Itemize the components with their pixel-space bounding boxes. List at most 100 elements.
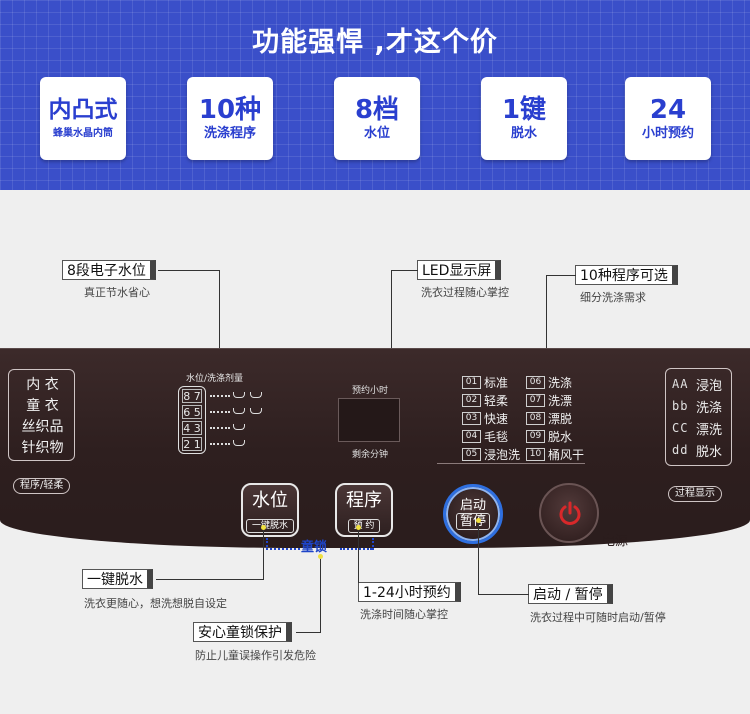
water-dots [210, 395, 230, 397]
feature-big: 24 [649, 95, 687, 125]
detergent-icon [250, 408, 262, 414]
program-num: 04 [462, 429, 481, 443]
annotation-programs-title: 10种程序可选 [575, 265, 678, 285]
water-level-indicator: 8 7 6 5 4 3 2 1 [178, 386, 206, 454]
feature-big: 8档 [354, 95, 400, 125]
program-num: 01 [462, 375, 481, 389]
process-code: dd [672, 443, 689, 457]
water-dots [210, 443, 230, 445]
program-label: 快速 [484, 411, 509, 426]
banner-title: 功能强悍 ,才这个价 [252, 27, 498, 58]
water-dots [210, 427, 230, 429]
annotation-child-lock-title: 安心童锁保护 [193, 622, 292, 642]
water-level-seg: 8 7 [182, 389, 202, 403]
water-level-seg: 4 3 [182, 421, 202, 435]
leader-line [320, 556, 321, 633]
spin-button-label: 一键脱水 [245, 519, 294, 533]
annotation-led-title: LED显示屏 [417, 260, 502, 280]
program-item: 10 桶风干 [526, 447, 584, 462]
program-num: 08 [526, 411, 545, 425]
annotation-timer-title: 1-24小时预约 [358, 582, 461, 602]
feature-card-spin: 1键 脱水 [481, 77, 567, 160]
program-num: 10 [526, 447, 545, 461]
power-button[interactable] [539, 483, 599, 543]
program-item: 06 洗涤 [526, 375, 573, 390]
annotation-programs-desc: 细分洗涤需求 [580, 291, 646, 304]
leader-dot [318, 554, 323, 559]
process-code: AA [672, 377, 689, 391]
led-top-label: 预约小时 [352, 386, 389, 396]
process-code: CC [672, 421, 689, 435]
program-num: 06 [526, 375, 545, 389]
process-label: 漂洗 [696, 422, 723, 438]
child-lock-dots [266, 548, 300, 550]
power-icon [559, 501, 581, 525]
start-pause-button[interactable]: 启动 暂停 [443, 484, 503, 544]
annotation-start-desc: 洗衣过程中可随时启动/暂停 [530, 611, 666, 624]
leader-line [546, 275, 576, 276]
leader-line [391, 270, 392, 406]
feature-big: 1键 [501, 95, 547, 125]
start-label: 启动 [459, 498, 486, 513]
program-label: 浸泡洗 [484, 447, 521, 462]
program-num: 02 [462, 393, 481, 407]
program-label: 毛毯 [484, 429, 509, 444]
leader-line [391, 270, 418, 271]
process-label: 脱水 [696, 444, 723, 460]
program-label: 脱水 [548, 429, 573, 444]
feature-card-water-level: 8档 水位 [334, 77, 420, 160]
fabric-list: 内 衣 童 衣 丝织品 针织物 [8, 369, 75, 461]
feature-small: 小时预约 [641, 126, 694, 141]
leader-line [219, 270, 220, 370]
leader-line [478, 520, 479, 595]
detergent-icon [233, 392, 245, 398]
leader-line [546, 275, 547, 370]
feature-card-timer: 24 小时预约 [625, 77, 711, 160]
program-item: 07 洗漂 [526, 393, 572, 408]
process-row: bb 洗涤 [672, 396, 722, 416]
annotation-child-lock-desc: 防止儿童误操作引发危险 [195, 649, 316, 662]
process-row: CC 漂洗 [672, 418, 722, 438]
leader-line [263, 527, 264, 580]
feature-small: 洗涤程序 [203, 126, 256, 141]
program-item: 01 标准 [462, 375, 509, 390]
program-label: 标准 [484, 375, 509, 390]
child-lock-dots [372, 538, 374, 550]
feature-small: 脱水 [510, 126, 537, 141]
leader-dot [476, 518, 481, 523]
process-display: AA 浸泡 bb 洗涤 CC 漂洗 dd 脱水 [665, 368, 732, 466]
water-level-button[interactable]: 水位 一键脱水 [241, 483, 299, 537]
leader-line [296, 632, 321, 633]
annotation-led-desc: 洗衣过程随心掌控 [421, 286, 509, 299]
fabric-item: 内 衣 [26, 377, 59, 393]
leader-dot [261, 525, 266, 530]
child-lock-dots [340, 548, 372, 550]
program-label: 洗涤 [548, 375, 573, 390]
program-divider [437, 463, 585, 464]
leader-line [158, 270, 220, 271]
feature-big: 内凸式 [48, 97, 118, 123]
leader-dot [356, 525, 361, 530]
pause-label: 暂停 [455, 513, 490, 530]
led-bottom-label: 剩余分钟 [352, 450, 389, 460]
feature-card-drum: 内凸式 蜂巢水晶内筒 [40, 77, 126, 160]
program-label: 漂脱 [548, 411, 573, 426]
detergent-icon [233, 408, 245, 414]
program-item: 04 毛毯 [462, 429, 509, 444]
program-button[interactable]: 程序 预 约 [335, 483, 393, 537]
power-label: 电源 [602, 534, 629, 549]
program-num: 07 [526, 393, 545, 407]
process-row: AA 浸泡 [672, 374, 722, 394]
detergent-icon [233, 440, 245, 446]
feature-small: 蜂巢水晶内筒 [53, 128, 113, 139]
annotation-water-level-desc: 真正节水省心 [84, 286, 150, 299]
water-level-label: 水位/洗涤剂量 [186, 374, 244, 384]
annotation-start-title: 启动 / 暂停 [528, 584, 613, 604]
feature-big: 10种 [198, 95, 262, 125]
feature-small: 水位 [363, 126, 390, 141]
feature-banner: 功能强悍 ,才这个价 内凸式 蜂巢水晶内筒 10种 洗涤程序 8档 水位 1键 … [0, 0, 750, 190]
feature-card-programs: 10种 洗涤程序 [187, 77, 273, 160]
child-lock-dots [266, 538, 268, 550]
annotation-timer-desc: 洗涤时间随心掌控 [360, 608, 448, 621]
process-row: dd 脱水 [672, 440, 722, 460]
